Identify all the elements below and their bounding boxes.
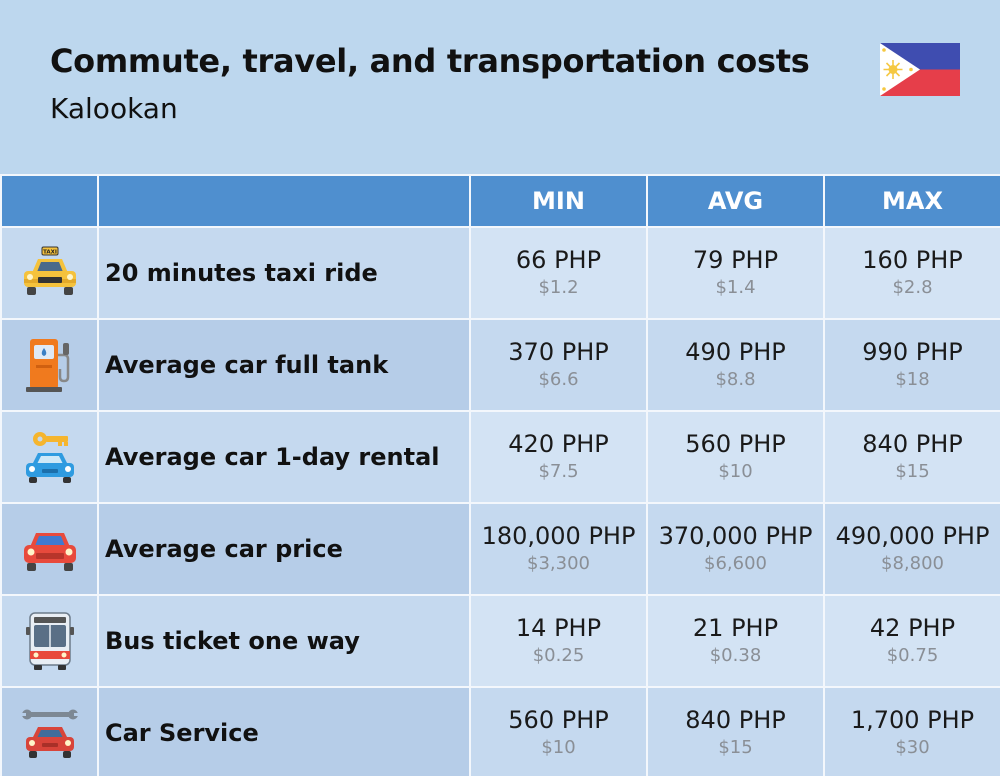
table-row: Average car price 180,000 PHP $3,300 370,… [0, 502, 1000, 596]
row-icon-cell [0, 686, 99, 776]
table-row: TAXI 20 minutes taxi ride 66 PHP $1.2 79 … [0, 226, 1000, 320]
table-header-row: MIN AVG MAX [0, 174, 1000, 228]
avg-cell: 560 PHP $10 [646, 410, 825, 504]
usd-value: $7.5 [538, 461, 579, 482]
usd-value: $8,800 [881, 553, 944, 574]
max-cell: 42 PHP $0.75 [823, 594, 1000, 688]
php-value: 14 PHP [515, 614, 602, 642]
header: Commute, travel, and transportation cost… [0, 0, 1000, 174]
usd-value: $0.38 [709, 645, 762, 666]
php-value: 21 PHP [692, 614, 779, 642]
usd-value: $1.4 [715, 277, 756, 298]
min-cell: 66 PHP $1.2 [469, 226, 648, 320]
table-row: Car Service 560 PHP $10 840 PHP $15 1,700 … [0, 686, 1000, 776]
usd-value: $6,600 [704, 553, 767, 574]
header-avg: AVG [646, 174, 825, 228]
php-value: 990 PHP [862, 338, 963, 366]
fuel-pump-icon [25, 339, 69, 392]
page-title: Commute, travel, and transportation cost… [50, 42, 810, 80]
usd-value: $18 [895, 369, 930, 390]
row-icon-cell: TAXI [0, 226, 99, 320]
usd-value: $6.6 [538, 369, 579, 390]
min-cell: 180,000 PHP $3,300 [469, 502, 648, 596]
php-value: 42 PHP [869, 614, 956, 642]
car-icon [23, 533, 76, 571]
usd-value: $3,300 [527, 553, 590, 574]
row-label: 20 minutes taxi ride [97, 226, 471, 320]
avg-cell: 370,000 PHP $6,600 [646, 502, 825, 596]
taxi-icon: TAXI [23, 246, 76, 295]
philippines-flag-icon [880, 43, 960, 96]
min-cell: 420 PHP $7.5 [469, 410, 648, 504]
php-value: 370,000 PHP [658, 522, 813, 550]
php-value: 160 PHP [862, 246, 963, 274]
row-label: Average car 1-day rental [97, 410, 471, 504]
usd-value: $0.75 [886, 645, 939, 666]
row-icon-cell [0, 318, 99, 412]
bus-icon [25, 612, 74, 670]
max-cell: 490,000 PHP $8,800 [823, 502, 1000, 596]
table-row: Average car full tank 370 PHP $6.6 490 PH… [0, 318, 1000, 412]
avg-cell: 490 PHP $8.8 [646, 318, 825, 412]
php-value: 180,000 PHP [481, 522, 636, 550]
table-row: Average car 1-day rental 420 PHP $7.5 560… [0, 410, 1000, 504]
php-value: 490,000 PHP [835, 522, 990, 550]
row-label: Average car price [97, 502, 471, 596]
table-row: Bus ticket one way 14 PHP $0.25 21 PHP $0.… [0, 594, 1000, 688]
car-rental-icon [25, 432, 74, 483]
row-icon-cell [0, 410, 99, 504]
costs-table: MIN AVG MAX TAXI [0, 174, 1000, 776]
php-value: 420 PHP [508, 430, 609, 458]
php-value: 560 PHP [685, 430, 786, 458]
row-icon-cell [0, 502, 99, 596]
svg-text:TAXI: TAXI [43, 250, 57, 256]
max-cell: 1,700 PHP $30 [823, 686, 1000, 776]
row-label: Bus ticket one way [97, 594, 471, 688]
php-value: 840 PHP [685, 706, 786, 734]
usd-value: $0.25 [532, 645, 585, 666]
header-max: MAX [823, 174, 1000, 228]
usd-value: $15 [895, 461, 930, 482]
header-label-col [97, 174, 471, 228]
row-icon-cell [0, 594, 99, 688]
php-value: 490 PHP [685, 338, 786, 366]
usd-value: $10 [541, 737, 576, 758]
avg-cell: 840 PHP $15 [646, 686, 825, 776]
min-cell: 370 PHP $6.6 [469, 318, 648, 412]
usd-value: $15 [718, 737, 753, 758]
usd-value: $2.8 [892, 277, 933, 298]
city-name: Kalookan [50, 92, 178, 125]
usd-value: $10 [718, 461, 753, 482]
header-icon-col [0, 174, 99, 228]
usd-value: $1.2 [538, 277, 579, 298]
min-cell: 560 PHP $10 [469, 686, 648, 776]
php-value: 1,700 PHP [850, 706, 975, 734]
max-cell: 990 PHP $18 [823, 318, 1000, 412]
php-value: 840 PHP [862, 430, 963, 458]
row-label: Average car full tank [97, 318, 471, 412]
min-cell: 14 PHP $0.25 [469, 594, 648, 688]
car-service-icon [21, 709, 78, 758]
usd-value: $8.8 [715, 369, 756, 390]
max-cell: 160 PHP $2.8 [823, 226, 1000, 320]
php-value: 79 PHP [692, 246, 779, 274]
php-value: 66 PHP [515, 246, 602, 274]
usd-value: $30 [895, 737, 930, 758]
row-label: Car Service [97, 686, 471, 776]
php-value: 560 PHP [508, 706, 609, 734]
max-cell: 840 PHP $15 [823, 410, 1000, 504]
avg-cell: 21 PHP $0.38 [646, 594, 825, 688]
php-value: 370 PHP [508, 338, 609, 366]
avg-cell: 79 PHP $1.4 [646, 226, 825, 320]
header-min: MIN [469, 174, 648, 228]
